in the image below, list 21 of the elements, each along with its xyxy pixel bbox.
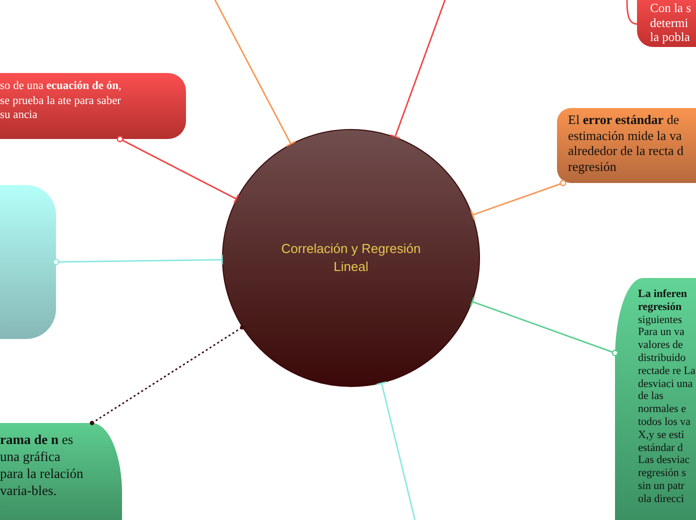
topic-card — [0, 185, 56, 339]
topic-text: so de una ecuación de ón, se prueba la ate para saber su ancia — [0, 79, 122, 122]
topic-text: El error estándar de estimación mide la va alrededor de la recta d regresión — [568, 112, 684, 174]
topic-text: rama de n es una gráfica para la relación varia-bles. — [0, 431, 84, 499]
topic-text: La inferen regresión siguientes Para un va valores de distribuido rectade re La desviaci una de las normales e todos los va X,y se esti estándar d Las desviac regresión s sin un patr ola direcci — [638, 288, 696, 506]
topic-text: Con la s determi la pobla — [650, 1, 692, 44]
topic-card — [0, 73, 186, 139]
topic-card — [615, 278, 696, 520]
connector-line — [626, 0, 638, 25]
topic-card — [557, 108, 696, 183]
connector-line — [90, 325, 244, 426]
connector-line — [390, 0, 446, 140]
connector-line — [214, 0, 296, 148]
connector-line — [52, 254, 223, 266]
connector-line — [376, 381, 416, 520]
connector-line — [470, 296, 618, 356]
topic-card — [0, 423, 122, 520]
connector-line — [116, 136, 240, 204]
topic-card — [637, 0, 696, 47]
central-topic-text: Correlación y Regresión Lineal — [280, 240, 422, 276]
connector-line — [470, 180, 566, 220]
